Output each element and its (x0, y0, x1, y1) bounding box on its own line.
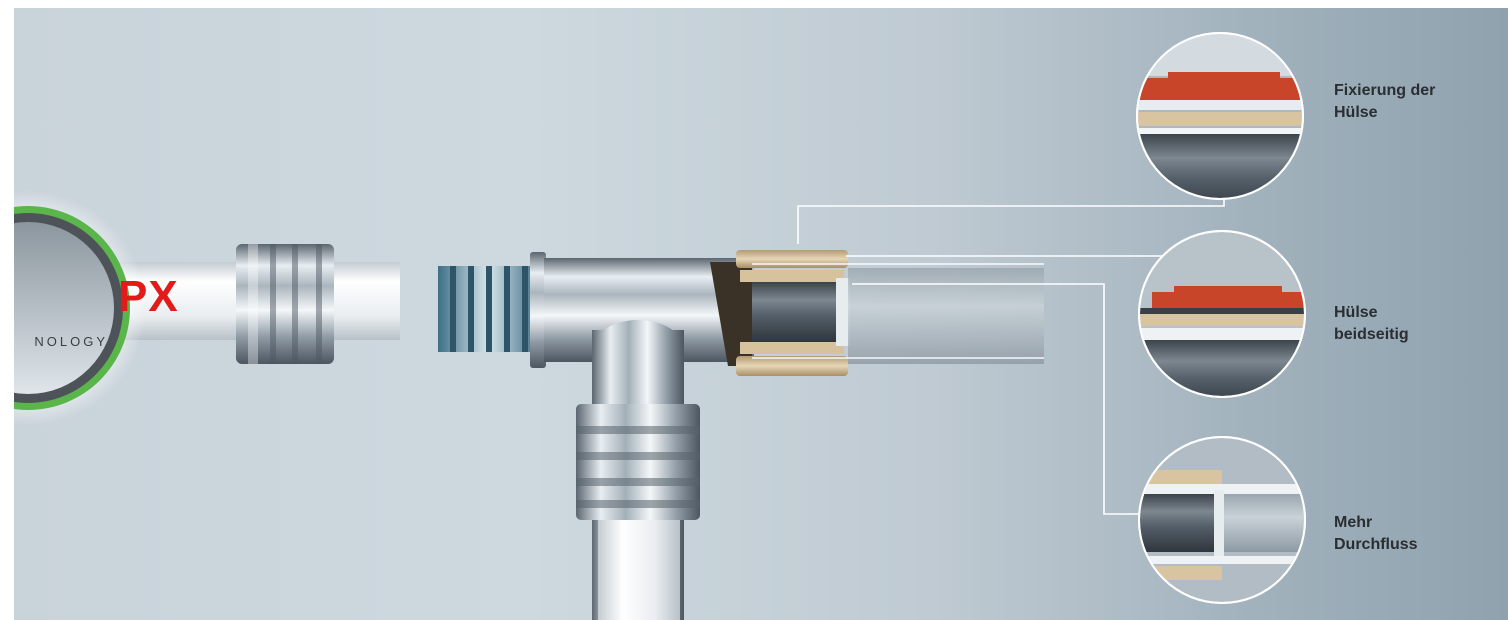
technology-badge (0, 190, 146, 426)
bottom-sleeve (576, 404, 700, 520)
detail-circle-durchfluss (1138, 436, 1306, 604)
callout-beidseitig: Hülse beidseitig (1334, 302, 1409, 346)
callout-fixierung: Fixierung der Hülse (1334, 80, 1435, 124)
cutaway-section (710, 250, 1044, 376)
detail-circle-fixierung (1136, 32, 1304, 200)
bottom-pipe (598, 520, 680, 620)
callout-line: beidseitig (1334, 326, 1409, 343)
callout-line: Mehr (1334, 514, 1373, 531)
callout-line: Hülse (1334, 104, 1378, 121)
left-sleeve (236, 244, 334, 364)
badge-logo-text: PX (118, 272, 179, 321)
badge-subtitle: NOLOGY (34, 334, 108, 349)
callout-line: Fixierung der (1334, 82, 1436, 99)
callout-durchfluss: Mehr Durchfluss (1334, 512, 1418, 556)
callout-line: Durchfluss (1334, 536, 1418, 553)
ribbed-insert (438, 252, 546, 368)
detail-circle-beidseitig (1138, 230, 1306, 398)
callout-line: Hülse (1334, 304, 1378, 321)
